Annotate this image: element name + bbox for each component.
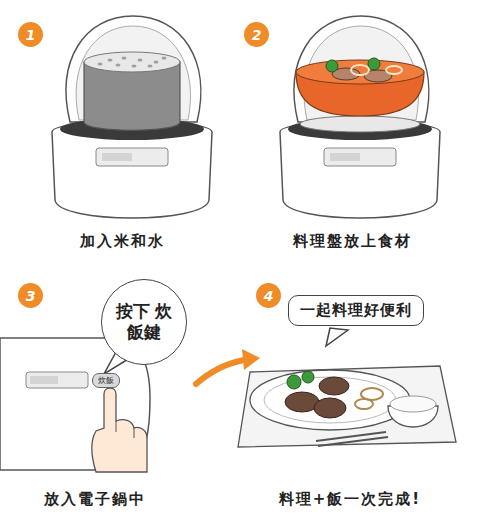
step-caption: 加入米和水 <box>80 232 165 251</box>
pointing-hand <box>92 388 147 472</box>
speech-bubble: 按下 炊飯鍵 <box>101 279 187 365</box>
finger-lines <box>116 421 134 438</box>
hamburg-steak <box>314 398 346 418</box>
display-panel <box>96 148 168 166</box>
cook-button: 炊飯 <box>92 373 120 388</box>
plate-rim <box>264 377 396 423</box>
rice-grains <box>98 57 167 68</box>
plate <box>250 370 410 430</box>
cooker-lid <box>294 16 429 122</box>
chopstick <box>316 432 386 441</box>
node-text: 一起料理好便利 <box>300 301 412 320</box>
tray-rim <box>296 60 424 84</box>
node-text: 炊飯 <box>98 375 114 386</box>
speech-bubble: 一起料理好便利 <box>288 295 424 326</box>
onion-ring <box>355 399 373 409</box>
node-text: 按下 炊飯鍵 <box>115 301 173 344</box>
onion-ring <box>351 65 369 75</box>
step-number: 1 <box>18 22 43 47</box>
onion-ring <box>386 66 402 74</box>
broccoli <box>287 375 301 389</box>
step-caption: 料理盤放上食材 <box>293 232 412 251</box>
broccoli <box>302 371 314 383</box>
rice-cooker-1 <box>52 16 212 218</box>
bubble-tail <box>326 328 348 346</box>
node-text: 4 <box>264 288 274 304</box>
node-text: 2 <box>252 27 262 43</box>
step-number: 2 <box>244 22 269 47</box>
arrow-head <box>242 349 260 370</box>
node-text: 3 <box>26 288 36 304</box>
hamburg-steak <box>319 377 349 395</box>
rice-water <box>84 52 180 72</box>
display-screen <box>102 153 132 161</box>
placemat <box>238 366 456 447</box>
display-screen <box>330 153 360 161</box>
rice <box>390 396 436 412</box>
rice-cooker-2 <box>280 16 440 218</box>
step-number: 3 <box>18 283 43 308</box>
step-number: 4 <box>256 283 281 308</box>
step-caption: 放入電子鍋中 <box>44 490 146 509</box>
step-caption: 料理+飯一次完成! <box>279 490 421 509</box>
orange-arrow <box>196 360 244 384</box>
node-text: 1 <box>26 27 36 43</box>
display-panel <box>324 148 396 166</box>
rice-surface <box>300 116 420 132</box>
chopstick <box>318 437 388 446</box>
display-screen <box>30 376 58 384</box>
broccoli <box>368 58 380 70</box>
broccoli <box>326 60 338 72</box>
display-panel <box>26 372 88 388</box>
